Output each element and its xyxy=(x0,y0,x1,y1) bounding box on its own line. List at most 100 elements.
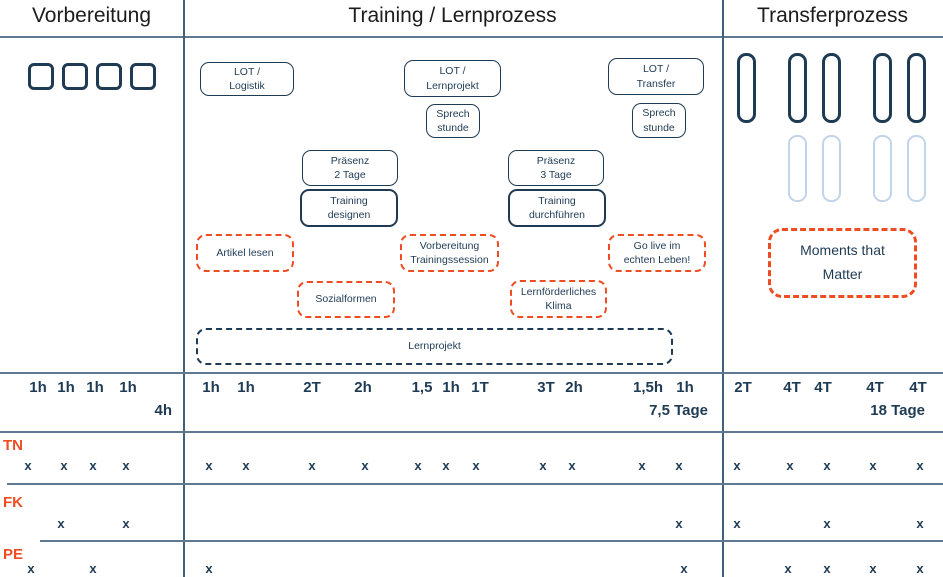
tn-participation-mark: x xyxy=(568,458,576,473)
box-label-line: Lernprojekt xyxy=(408,340,461,353)
duration-label: 1h xyxy=(442,379,460,396)
box-label-line: stunde xyxy=(643,121,675,134)
tn-participation-mark: x xyxy=(823,458,831,473)
lot-transfer-box: LOT /Transfer xyxy=(608,58,704,95)
duration-label: 4T xyxy=(909,379,927,396)
pe-participation-mark: x xyxy=(205,561,213,576)
pe-participation-mark: x xyxy=(916,561,924,576)
fk-participation-mark: x xyxy=(675,516,683,531)
duration-label: 4T xyxy=(783,379,801,396)
box-label-line: LOT / xyxy=(233,65,261,78)
tn-participation-mark: x xyxy=(675,458,683,473)
tn-bottom-line xyxy=(7,483,943,485)
tn-participation-mark: x xyxy=(24,458,32,473)
transfer-bar-light-icon xyxy=(822,135,841,202)
training-designen-box: Training designen xyxy=(300,189,398,227)
box-label-line: Matter xyxy=(822,266,863,282)
pe-participation-mark: x xyxy=(89,561,97,576)
box-label-line: Präsenz xyxy=(536,154,576,167)
box-label-line: Moments that xyxy=(800,242,885,259)
total-vorbereitung: 4h xyxy=(154,402,172,419)
pe-participation-mark: x xyxy=(823,561,831,576)
sprechstunde-1-box: Sprech stunde xyxy=(426,104,480,138)
tn-participation-mark: x xyxy=(361,458,369,473)
transfer-bar-dark-icon xyxy=(737,53,756,123)
box-label-line: Präsenz xyxy=(330,154,370,167)
section-title-training-lernprozess: Training / Lernprozess xyxy=(348,4,557,27)
lot-logistik-box: LOT / Logistik xyxy=(200,62,294,96)
role-label-tn: TN xyxy=(3,437,23,454)
duration-label: 1,5 xyxy=(411,379,433,396)
transfer-bar-dark-icon xyxy=(873,53,892,123)
timeline-top-line xyxy=(0,372,943,374)
transfer-bar-light-icon xyxy=(907,135,926,202)
duration-label: 1h xyxy=(676,379,694,396)
section-divider-1 xyxy=(183,0,185,577)
duration-label: 1h xyxy=(57,379,75,396)
box-label-line: Transfer xyxy=(636,77,676,90)
tn-participation-mark: x xyxy=(122,458,130,473)
lernprojekt-box: Lernprojekt xyxy=(196,328,673,365)
fk-participation-mark: x xyxy=(57,516,65,531)
section-title-vorbereitung: Vorbereitung xyxy=(31,4,152,27)
box-label-line: LOT / xyxy=(439,65,466,78)
box-label-line: 3 Tage xyxy=(540,169,572,181)
duration-label: 1T xyxy=(471,379,489,396)
duration-label: 1h xyxy=(119,379,137,396)
tn-participation-mark: x xyxy=(89,458,97,473)
section-divider-2 xyxy=(722,0,724,577)
duration-label: 4T xyxy=(814,379,832,396)
box-label-line: Artikel lesen xyxy=(216,246,274,259)
tn-participation-mark: x xyxy=(733,458,741,473)
box-label-line: stunde xyxy=(437,122,469,134)
box-label-line: Training xyxy=(330,194,368,207)
roles-top-line xyxy=(0,431,943,433)
tn-participation-mark: x xyxy=(472,458,480,473)
transfer-bar-light-icon xyxy=(788,135,807,202)
duration-label: 4T xyxy=(866,379,884,396)
role-label-pe: PE xyxy=(3,546,24,563)
tn-participation-mark: x xyxy=(869,458,877,473)
tn-participation-mark: x xyxy=(539,458,547,473)
transfer-bar-light-icon xyxy=(873,135,892,202)
tn-participation-mark: x xyxy=(786,458,794,473)
fk-participation-mark: x xyxy=(122,516,130,531)
tn-participation-mark: x xyxy=(916,458,924,473)
tn-participation-mark: x xyxy=(60,458,68,473)
box-label-line: Trainingssession xyxy=(410,254,489,266)
box-label-line: Sprech xyxy=(436,107,470,120)
duration-label: 2T xyxy=(303,379,321,396)
total-training: 7,5 Tage xyxy=(649,402,708,419)
fk-participation-mark: x xyxy=(823,516,831,531)
box-label-line: durchführen xyxy=(528,209,586,221)
box-label-line: Sozialformen xyxy=(315,293,377,306)
box-label-line: Lernförderliches xyxy=(520,285,597,298)
sozialformen-box: Sozialformen xyxy=(297,281,395,318)
duration-label: 2T xyxy=(734,379,752,396)
fk-participation-mark: x xyxy=(916,516,924,531)
preparation-tile-icon xyxy=(96,63,122,90)
box-label-line: echten Leben! xyxy=(623,254,691,266)
box-label-line: designen xyxy=(327,209,371,221)
transfer-bar-dark-icon xyxy=(788,53,807,123)
preparation-tile-icon xyxy=(62,63,88,90)
fk-bottom-line xyxy=(40,540,943,542)
box-label-line: LOT / xyxy=(642,63,670,76)
duration-label: 1h xyxy=(29,379,47,396)
box-label-line: Sprech xyxy=(642,107,676,120)
tn-participation-mark: x xyxy=(442,458,450,473)
duration-label: 2h xyxy=(565,379,583,396)
box-label-line: Training xyxy=(538,194,576,207)
section-title-transferprozess: Transferprozess xyxy=(757,4,908,27)
tn-participation-mark: x xyxy=(414,458,422,473)
box-label-line: Logistik xyxy=(229,80,265,92)
